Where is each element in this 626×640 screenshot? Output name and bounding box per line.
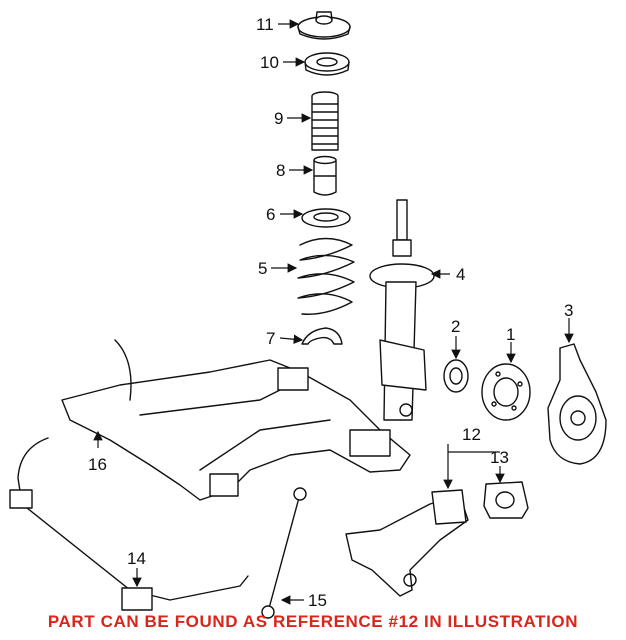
subframe-part[interactable]	[61, 339, 411, 501]
bump-stop-part[interactable]	[313, 155, 337, 196]
callout-11: 11	[256, 15, 274, 34]
stabilizer-link-part[interactable]	[261, 487, 307, 619]
callout-1: 1	[506, 325, 515, 344]
strut-bearing-part[interactable]	[304, 52, 350, 76]
callout-4: 4	[456, 265, 465, 284]
callout-14: 14	[127, 549, 146, 568]
callout-13: 13	[490, 448, 509, 467]
callout-12: 12	[462, 425, 481, 444]
upper-spring-seat-part[interactable]	[301, 208, 351, 228]
callout-leaders	[93, 19, 574, 605]
control-arm-bushing-part[interactable]	[483, 481, 529, 519]
callout-5: 5	[258, 259, 267, 278]
strut-mount-part[interactable]	[297, 11, 351, 40]
strut-assembly-part[interactable]	[369, 199, 435, 421]
callout-6: 6	[266, 205, 275, 224]
dust-boot-part[interactable]	[311, 91, 339, 151]
reference-note: PART CAN BE FOUND AS REFERENCE #12 IN IL…	[47, 612, 579, 631]
callout-8: 8	[276, 161, 285, 180]
callout-3: 3	[564, 301, 573, 320]
callout-2: 2	[451, 317, 460, 336]
callout-7: 7	[266, 329, 275, 348]
lower-control-arm-part[interactable]	[345, 489, 469, 597]
callout-10: 10	[260, 53, 279, 72]
wheel-hub-part[interactable]	[481, 363, 531, 421]
stabilizer-bar-part[interactable]	[9, 437, 249, 611]
lower-spring-isolator-part[interactable]	[301, 327, 343, 345]
callout-16: 16	[88, 455, 107, 474]
coil-spring-part[interactable]	[297, 237, 355, 315]
callout-15: 15	[308, 591, 327, 610]
wheel-bearing-part[interactable]	[443, 359, 469, 393]
callout-9: 9	[274, 109, 283, 128]
steering-knuckle-part[interactable]	[547, 343, 607, 465]
callout-labels: 11 10 9 8 6 5 7 4 2 1 3 16 12 13 14 15	[88, 15, 573, 610]
